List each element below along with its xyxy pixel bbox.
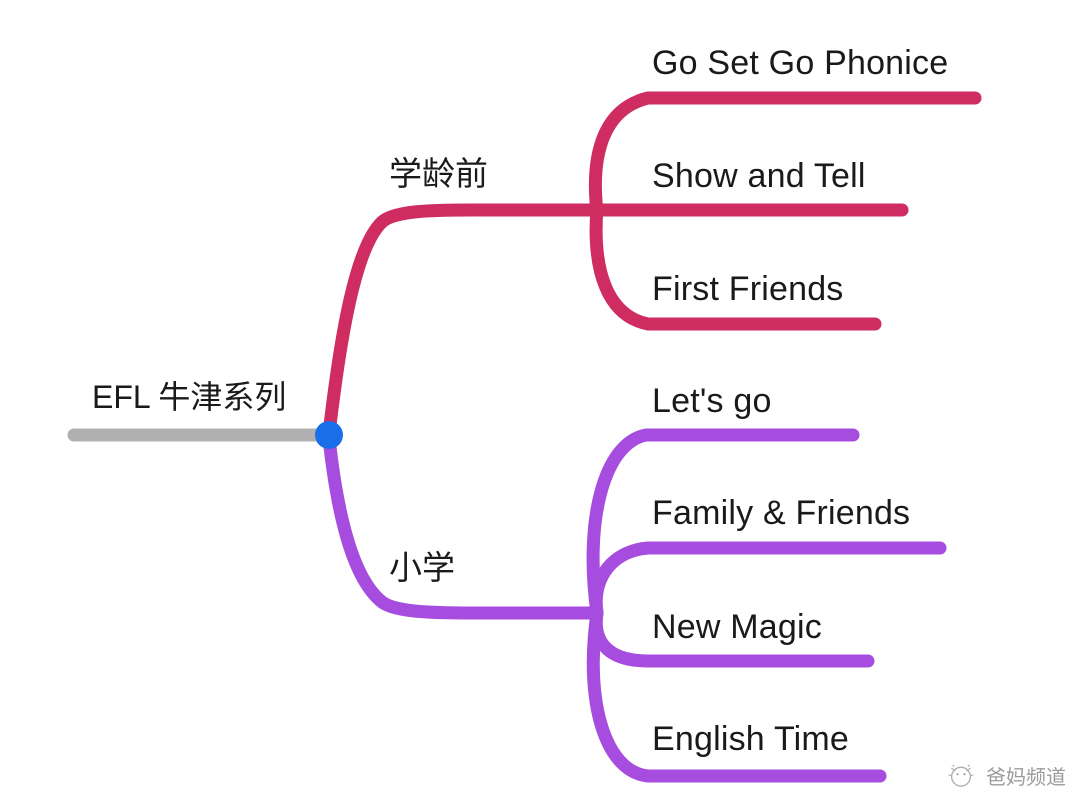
branch-edge-preschool-child-1	[588, 91, 982, 219]
leaf-label-new-magic: New Magic	[652, 608, 822, 646]
branch-edge-elementary-child-1	[586, 428, 860, 620]
branch-label-preschool: 学龄前	[389, 155, 488, 192]
branch-label-elementary: 小学	[389, 549, 455, 586]
leaf-label-english-time: English Time	[652, 720, 850, 758]
branch-edge-elementary	[322, 431, 604, 620]
root-node-dot[interactable]	[315, 421, 343, 449]
branch-edge-preschool	[322, 203, 604, 440]
root-label: EFL 牛津系列	[92, 379, 287, 415]
branch-edge-preschool-child-3	[589, 201, 882, 331]
wechat-official-account-icon	[948, 764, 974, 787]
leaf-label-first-friends: First Friends	[652, 270, 844, 308]
leaf-label-show-and-tell: Show and Tell	[652, 157, 866, 195]
watermark-text: 爸妈频道	[986, 766, 1066, 789]
leaf-label-go-set-go-phonice: Go Set Go Phonice	[652, 44, 949, 82]
leaf-label-family-and-friends: Family & Friends	[652, 494, 911, 532]
branch-edge-elementary-child-2	[589, 541, 947, 620]
watermark: 爸妈频道	[944, 758, 1066, 792]
branch-edge-elementary-child-4	[586, 606, 887, 783]
leaf-label-lets-go: Let's go	[652, 382, 772, 420]
